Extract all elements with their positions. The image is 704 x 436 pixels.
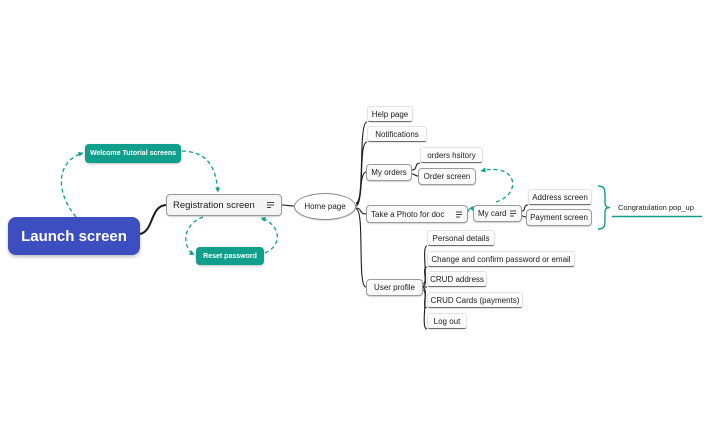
node-change-password[interactable]: Change and confirm password or email	[427, 251, 575, 267]
node-home-page[interactable]: Home page	[294, 193, 356, 220]
node-label: Payment screen	[530, 213, 588, 222]
node-label: User profile	[374, 283, 415, 292]
node-congratulation-popup[interactable]: Congratulation pop_up	[618, 200, 694, 214]
connector-launch-registration	[139, 204, 167, 235]
node-label: Take a Photo for doc	[371, 209, 445, 219]
node-label: Launch screen	[21, 227, 127, 245]
connector-home-help	[355, 121, 368, 204]
node-label: Address screen	[532, 192, 588, 202]
node-take-photo-for-doc[interactable]: Take a Photo for doc	[366, 205, 468, 223]
node-label: Log out	[433, 316, 461, 326]
node-crud-cards[interactable]: CRUD Cards (payments)	[427, 292, 523, 308]
node-reset-password[interactable]: Reset password	[196, 247, 264, 265]
arrow-reset-registration	[260, 217, 278, 254]
node-label: Reset password	[203, 252, 257, 260]
node-notifications[interactable]: Notifications	[367, 126, 427, 142]
node-my-orders[interactable]: My orders	[366, 164, 412, 181]
arrow-welcome-registration	[181, 150, 221, 193]
node-label: Congratulation pop_up	[618, 202, 694, 212]
node-label: orders hsitory	[427, 150, 476, 160]
node-log-out[interactable]: Log out	[427, 313, 467, 329]
node-payment-screen[interactable]: Payment screen	[526, 209, 592, 226]
node-orders-history[interactable]: orders hsitory	[420, 147, 483, 163]
node-address-screen[interactable]: Address screen	[528, 189, 592, 205]
node-label: Change and confirm password or email	[431, 254, 571, 264]
node-label: CRUD Cards (payments)	[430, 295, 520, 305]
node-label: Registration screen	[173, 199, 255, 211]
connector-home-myorders	[355, 171, 367, 207]
node-my-card[interactable]: My card	[473, 205, 522, 222]
node-label: Help page	[371, 109, 409, 119]
connector-registration-home	[281, 204, 295, 207]
node-label: Welcome Tutorial screens	[89, 150, 177, 157]
arrow-orderscreen-loop	[480, 167, 514, 203]
node-personal-details[interactable]: Personal details	[427, 230, 495, 246]
node-label: Order screen	[423, 172, 471, 181]
node-welcome-tutorial[interactable]: Welcome Tutorial screens	[85, 144, 181, 163]
node-user-profile[interactable]: User profile	[366, 279, 423, 296]
notes-icon[interactable]	[455, 211, 463, 218]
connector-home-userprofile	[355, 208, 367, 288]
node-label: Notifications	[375, 129, 419, 139]
node-launch-screen[interactable]: Launch screen	[8, 217, 140, 255]
brace-screens-group	[597, 185, 611, 230]
arrow-launch-welcome	[60, 151, 84, 218]
connector-home-takephoto	[355, 207, 367, 215]
node-label: CRUD address	[430, 274, 484, 284]
node-registration-screen[interactable]: Registration screen	[166, 194, 282, 216]
node-help-page[interactable]: Help page	[367, 106, 413, 122]
notes-icon[interactable]	[509, 210, 517, 217]
node-label: Personal details	[432, 233, 490, 243]
node-label: My orders	[371, 168, 407, 177]
node-label: My card	[478, 209, 507, 218]
node-crud-address[interactable]: CRUD address	[427, 271, 487, 287]
notes-icon[interactable]	[266, 201, 275, 209]
node-order-screen[interactable]: Order screen	[418, 168, 476, 185]
node-label: Home page	[304, 202, 346, 211]
